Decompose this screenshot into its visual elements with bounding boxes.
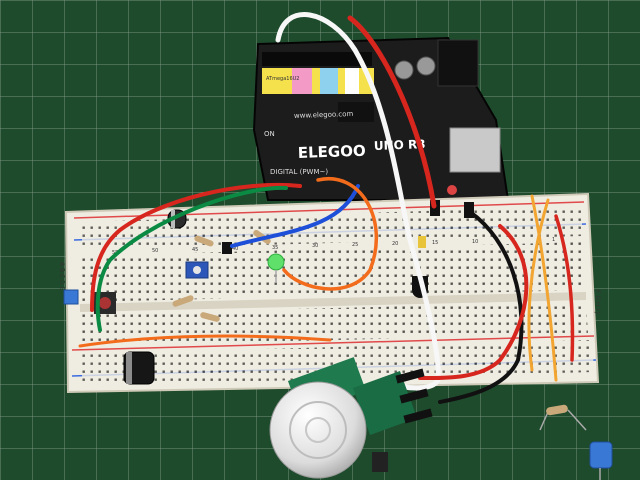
- row-letters-bottom: F G H I J: [594, 290, 601, 314]
- resistor-icon: [200, 312, 220, 322]
- column-number: 10: [472, 239, 478, 245]
- column-number: 25: [352, 242, 358, 248]
- jumper-pin: [464, 202, 474, 218]
- pir-sensor-icon: [269, 357, 433, 479]
- top-rail-red-line: [73, 201, 585, 219]
- terminal-holes-upper: [82, 242, 586, 302]
- green-wire: [95, 185, 288, 332]
- electrolytic-capacitor-icon: [123, 351, 155, 385]
- rubber-band: [530, 194, 558, 382]
- column-number: 45: [192, 247, 198, 253]
- chip: [338, 102, 374, 122]
- red-wire: [418, 224, 529, 381]
- row-letters-top: A B C D E: [58, 262, 65, 291]
- column-number: 1: [552, 237, 555, 243]
- board-capacitor-icon: [394, 60, 414, 80]
- column-number: 35: [272, 245, 278, 251]
- rubber-band: [527, 198, 550, 372]
- red-wire: [554, 214, 575, 362]
- usb-port-icon: [449, 127, 501, 173]
- red-wire: [347, 15, 437, 209]
- digital-label: DIGITAL (PWM~): [270, 168, 328, 176]
- column-number: 40: [232, 246, 238, 252]
- loose-resistor-icon: [539, 404, 587, 431]
- chip-label: ATmega16U2: [266, 76, 299, 82]
- column-number: 50: [152, 248, 158, 254]
- white-wire: [275, 12, 441, 391]
- potentiometer-icon: [185, 261, 209, 279]
- jumper-pin: [418, 236, 426, 248]
- board-site: www.elegoo.com: [294, 110, 354, 120]
- column-number: 30: [312, 243, 318, 249]
- trimmer-icon: [63, 289, 79, 305]
- bottom-rail-red-line: [71, 335, 595, 351]
- power-jack: [437, 39, 479, 87]
- orange-wire: [282, 176, 379, 291]
- board-brand: ELEGOO: [298, 142, 366, 162]
- red-wire: [90, 182, 302, 312]
- black-wire: [438, 210, 524, 404]
- loose-capacitor-icon: [589, 441, 613, 480]
- reset-button: [447, 185, 457, 195]
- resistor-icon: [172, 295, 194, 307]
- column-number: 15: [432, 240, 438, 246]
- led-icon: [267, 253, 285, 282]
- orange-wire: [78, 334, 332, 348]
- center-channel: [80, 292, 586, 312]
- jumper-pin: [222, 242, 232, 254]
- digital-header: [262, 52, 372, 66]
- on-label: ON: [264, 130, 275, 138]
- resistor-icon: [194, 235, 214, 247]
- board-capacitor-icon: [416, 56, 436, 76]
- wires: [78, 12, 575, 404]
- blue-wire: [230, 184, 360, 248]
- column-number: 20: [392, 241, 398, 247]
